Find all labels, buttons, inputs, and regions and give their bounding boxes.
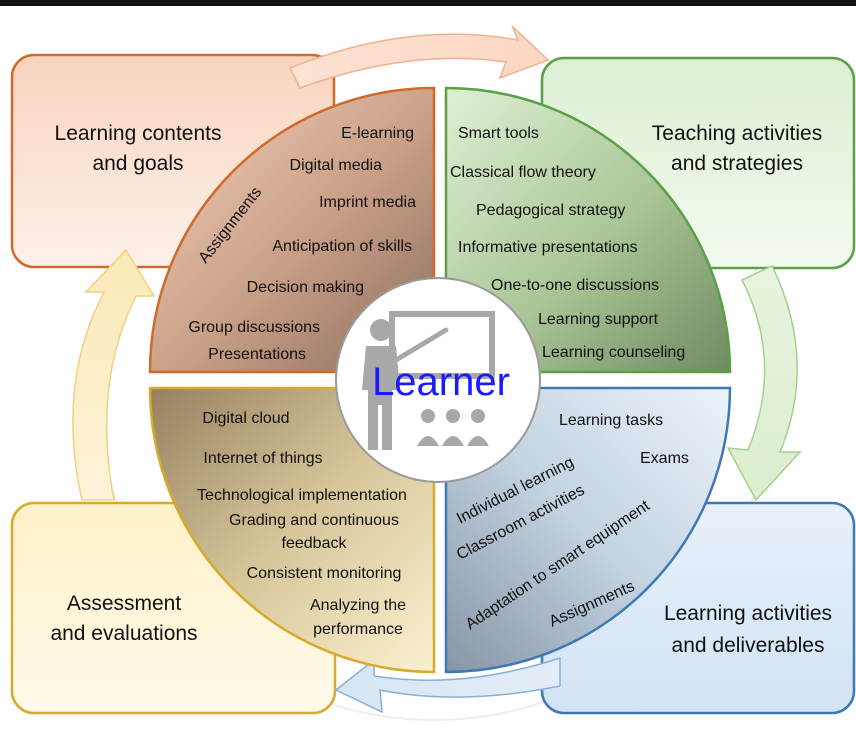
quadrant-item: performance	[313, 621, 403, 638]
quadrant-item: Learning support	[538, 311, 659, 328]
quadrant-top-left	[148, 86, 436, 374]
quadrant-item: Pedagogical strategy	[476, 202, 625, 219]
quadrant-item: Learning tasks	[559, 412, 663, 429]
cycle-arrow-left	[72, 248, 156, 501]
quadrant-item: Consistent monitoring	[247, 565, 402, 582]
quadrant-top-right	[444, 86, 732, 374]
quadrant-item: Analyzing the	[310, 597, 406, 614]
quadrant-item: Grading and continuous	[229, 512, 399, 529]
quadrant-item: Presentations	[208, 346, 306, 363]
corner-label-learning-activities-line1: Learning activities	[664, 602, 832, 625]
cycle-arrow-top	[288, 25, 550, 89]
corner-label-teaching-activities-line2: and strategies	[671, 152, 803, 175]
cycle-arrow-right	[726, 265, 802, 502]
quadrant-item: Digital cloud	[202, 410, 289, 427]
teacher-presentation-icon	[362, 311, 495, 450]
corner-label-learning-contents-line2: and goals	[92, 152, 183, 175]
quadrant-item: Smart tools	[458, 125, 539, 142]
quadrant-item: feedback	[282, 535, 348, 552]
quadrant-item: Classical flow theory	[450, 164, 596, 181]
quadrant-item: Exams	[640, 450, 689, 467]
quadrant-item: Imprint media	[319, 194, 416, 211]
corner-label-assessment-line1: Assessment	[67, 592, 182, 615]
corner-label-learning-contents-line1: Learning contents	[55, 122, 222, 145]
quadrant-item: Technological implementation	[197, 487, 407, 504]
quadrant-bottom-right	[444, 386, 732, 674]
corner-label-teaching-activities-line1: Teaching activities	[652, 122, 822, 145]
quadrant-item: Group discussions	[188, 319, 320, 336]
center-label: Learner	[372, 360, 510, 404]
top-border-bar	[0, 0, 856, 6]
quadrant-item: Decision making	[247, 279, 364, 296]
quadrant-item: E-learning	[341, 125, 414, 142]
quadrant-item: Informative presentations	[458, 239, 638, 256]
quadrant-item: Digital media	[290, 157, 383, 174]
quadrant-item: One-to-one discussions	[491, 277, 659, 294]
quadrant-item: Anticipation of skills	[272, 238, 412, 255]
cycle-arrow-bottom	[334, 656, 561, 714]
quadrant-item: Learning counseling	[542, 344, 685, 361]
corner-label-learning-activities-line2: and deliverables	[672, 634, 825, 657]
corner-label-assessment-line2: and evaluations	[50, 622, 197, 645]
quadrant-item: Internet of things	[203, 450, 322, 467]
quadrant-bottom-left	[148, 386, 436, 674]
